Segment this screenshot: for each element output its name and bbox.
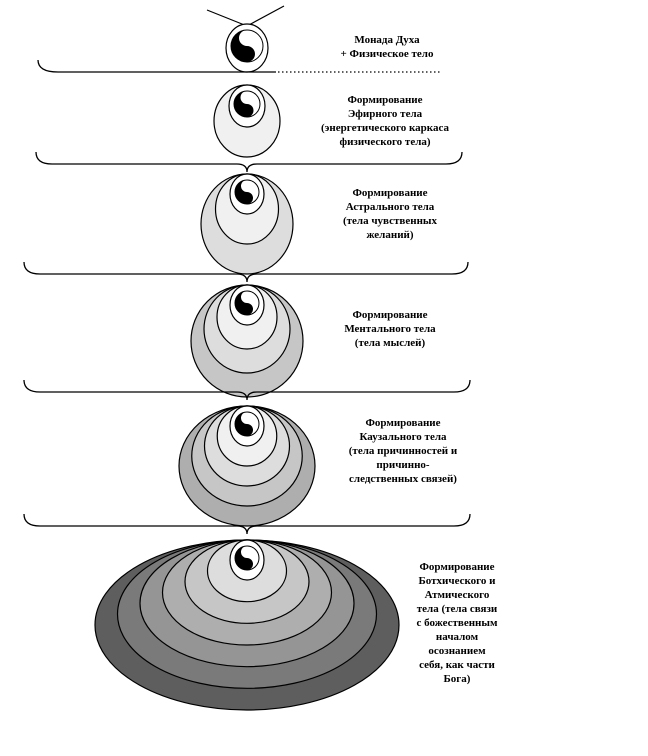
stage-5-body [178, 405, 316, 527]
stage-6-label: Формирование Ботхического и Атмического … [416, 561, 498, 685]
stage-1-label: Монада Духа + Физическое тело [340, 34, 434, 60]
stage-3-body [200, 173, 294, 275]
stage-1-yin-yang-icon [230, 29, 264, 63]
top-line-left [206, 9, 248, 27]
stage-2-yin-yang-icon [233, 90, 261, 118]
stage-6-body [94, 539, 400, 711]
top-line-right [246, 5, 285, 27]
stage-5-yin-yang-icon [234, 411, 260, 437]
stage-2-body [213, 84, 281, 158]
stage-3-yin-yang-icon [234, 179, 260, 205]
stage-4-label: Формирование Ментального тела (тела мысл… [344, 309, 436, 349]
stage-5-label: Формирование Каузального тела (тела прич… [348, 417, 458, 485]
stage-6-yin-yang-icon [234, 545, 260, 571]
divider-1 [37, 59, 276, 73]
stage-3-label: Формирование Астрального тела (тела чувс… [342, 187, 438, 241]
divider-brace-2 [35, 151, 463, 173]
stage-dividers [23, 59, 471, 535]
divider-brace-3 [23, 261, 469, 283]
divider-brace-5 [23, 513, 471, 535]
stage-1-body [225, 23, 269, 73]
divider-brace-4 [23, 379, 471, 401]
stage-4-body [190, 284, 304, 398]
stage-2-label: Формирование Эфирного тела (энергетическ… [321, 94, 449, 148]
stage-layers [94, 23, 400, 711]
stage-4-yin-yang-icon [234, 290, 260, 316]
